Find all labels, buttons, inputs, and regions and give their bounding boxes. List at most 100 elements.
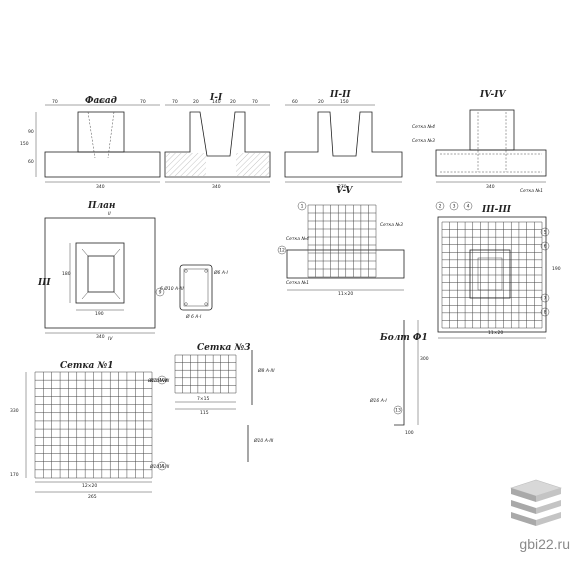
section-5-title: V-V (336, 186, 353, 196)
dim-label: 20 (230, 99, 236, 105)
mesh-3-view: Сетка №3 7×15 115 Ø10 А-III (147, 343, 251, 416)
rebar-label: Ø16 А-I (369, 397, 387, 404)
dim-label: 265 (88, 494, 97, 500)
brand-logo (510, 479, 562, 526)
mesh-3-title: Сетка №3 (197, 343, 251, 353)
callout-circle (393, 405, 403, 415)
dim-label: 340 (212, 184, 221, 190)
mesh-grid (307, 204, 377, 278)
cut-mark: II (108, 211, 111, 217)
section-hatch (236, 153, 269, 176)
mesh-grid (441, 221, 543, 329)
callout-circle (277, 245, 287, 255)
callout-circle (540, 241, 550, 251)
facade-view: Фасад 70 180 70 340 90 60 150 (20, 96, 161, 190)
mesh-1-title: Сетка №1 (60, 361, 114, 371)
column-outline (75, 242, 125, 304)
section-outline (164, 111, 271, 178)
callout-number: 11 (159, 464, 165, 470)
mesh-label: Сетка №4 (286, 236, 309, 242)
callout-number: 8 (544, 310, 547, 316)
rebar-dot (184, 269, 188, 273)
frame-outline (179, 264, 213, 311)
section-3-title: III-III (481, 205, 512, 215)
brand-site-text: gbi22.ru (519, 536, 570, 552)
plan-outline (44, 217, 156, 329)
section-3-view: III-III 11×20 190 (437, 205, 561, 339)
dim-label: 115 (200, 410, 209, 416)
dim-label: 140 (212, 99, 221, 105)
rebar-label: Ø6 А-I (213, 269, 229, 276)
mesh-label: Сетка №1 (286, 280, 309, 286)
callout-number: 5 (544, 230, 547, 236)
taper-line (113, 291, 121, 300)
dim-label: 150 (20, 141, 29, 147)
callout-number: 3 (453, 204, 456, 210)
dim-label: 340 (96, 334, 105, 340)
dim-label: 60 (28, 159, 34, 165)
rebar-label: 6 Ø10 А-III (160, 285, 184, 292)
dim-label: 70 (140, 99, 146, 105)
rebar-dot (204, 302, 208, 306)
callout-circle (435, 201, 445, 211)
column-outline (77, 111, 125, 153)
taper-line (81, 248, 89, 257)
dim-label: 190 (552, 266, 561, 272)
dim-label: 150 (340, 99, 349, 105)
dim-label: 11×20 (488, 330, 503, 336)
callout-circle (540, 307, 550, 317)
dim-label: 60 (292, 99, 298, 105)
rebar-label: Ø10 А-III (253, 437, 274, 444)
socket-outline (469, 249, 511, 299)
bar-line (394, 320, 405, 426)
dim-label: 180 (96, 99, 105, 105)
dim-label: 20 (318, 99, 324, 105)
callout-circle (157, 375, 167, 385)
rebar-label: Ø10 А-III (149, 377, 170, 384)
rebar-dot (204, 269, 208, 273)
section-4-title: IV-IV (479, 90, 506, 100)
dim-label: 340 (486, 184, 495, 190)
dim-label: 70 (52, 99, 58, 105)
callout-circle (540, 227, 550, 237)
callout-circle (297, 201, 307, 211)
mesh-label: Сетка №3 (380, 222, 403, 228)
hidden-line (107, 111, 115, 159)
callout-number: 9 (159, 290, 162, 296)
dim-label: 100 (405, 430, 414, 436)
taper-line (113, 248, 121, 257)
dim-label: 7×15 (197, 396, 209, 402)
rebar-dot (184, 302, 188, 306)
callout-circle (449, 201, 459, 211)
rebar-label: Ø8 А-III (257, 367, 275, 374)
frame-inner (183, 268, 209, 307)
section-hatch (166, 153, 206, 176)
callout-number: 10 (159, 378, 165, 384)
mesh-label: Сетка №1 (520, 188, 543, 194)
dim-label: 300 (420, 356, 429, 362)
cut-mark: III (37, 278, 51, 288)
section-5-view: V-V 11×20 Сетка №3 Сетка №4 Сетка №1 (286, 186, 405, 297)
footing-outline (286, 249, 405, 279)
dim-label: 90 (28, 129, 34, 135)
section-2-title: II-II (329, 90, 351, 100)
rebar-label: Ø10 А-III (149, 463, 170, 470)
dim-label: 170 (10, 472, 19, 478)
callout-number: 12 (279, 248, 285, 254)
socket-outline (87, 255, 115, 293)
dim-label: 330 (10, 408, 19, 414)
column-outline (469, 109, 515, 151)
mesh-1-view: Сетка №1 12×20 265 330 170 Ø10 А-III Ø10… (10, 361, 170, 500)
rebar-label: Ø 6 А-I (185, 313, 202, 320)
footing-outline (44, 151, 161, 178)
socket-inner (477, 257, 503, 291)
mesh-grid (34, 371, 153, 479)
facade-title: Фасад (85, 96, 117, 106)
dim-label: 11×20 (338, 291, 353, 297)
plan-view: План II III IV 190 180 340 (37, 201, 156, 342)
section-2-view: II-II 60 20 150 270 (284, 90, 403, 190)
rebar-label: Ø10 А-III (147, 377, 168, 384)
bar-details: Ø8 А-III Ø10 А-III (247, 350, 275, 462)
callout-circle (157, 461, 167, 471)
